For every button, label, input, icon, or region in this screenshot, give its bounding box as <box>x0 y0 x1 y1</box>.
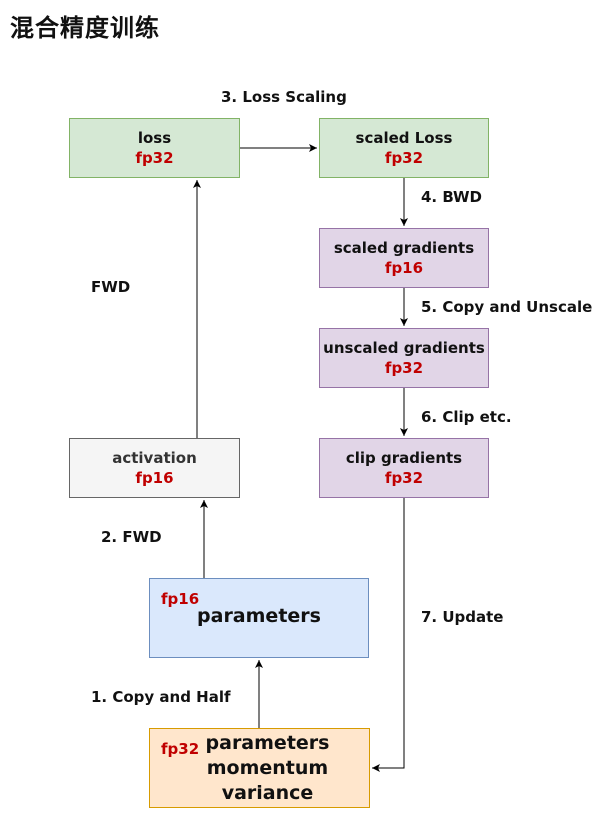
node-activation-dtype: fp16 <box>135 469 174 487</box>
label-fwd: 2. FWD <box>101 528 162 546</box>
node-parameters-fp16-name: parameters <box>197 605 321 627</box>
node-clip-gradients-dtype: fp32 <box>384 469 424 487</box>
label-bwd: 4. BWD <box>421 188 482 206</box>
node-clip-gradients-name: clip gradients <box>345 449 463 467</box>
node-scaled-gradients-dtype: fp16 <box>384 259 424 277</box>
node-master-weights: fp32 parameters momentum variance <box>149 728 370 808</box>
node-unscaled-gradients-name: unscaled gradients <box>323 339 485 357</box>
label-copy-unscale: 5. Copy and Unscale <box>421 298 593 316</box>
node-scaled-loss-name: scaled Loss <box>355 129 453 147</box>
node-unscaled-gradients: unscaled gradients fp32 <box>319 328 489 388</box>
node-master-lines: parameters momentum variance <box>206 731 330 806</box>
node-master-dtype: fp32 <box>161 740 200 758</box>
edge-update <box>372 498 405 772</box>
node-scaled-gradients: scaled gradients fp16 <box>319 228 489 288</box>
label-update: 7. Update <box>421 608 504 626</box>
node-clip-gradients: clip gradients fp32 <box>319 438 489 498</box>
node-parameters-fp16-dtype: fp16 <box>161 590 200 608</box>
node-unscaled-gradients-dtype: fp32 <box>384 359 424 377</box>
node-scaled-loss-dtype: fp32 <box>384 149 424 167</box>
node-scaled-gradients-name: scaled gradients <box>333 239 475 257</box>
node-parameters-fp16: fp16 parameters <box>149 578 369 658</box>
node-loss-dtype: fp32 <box>135 149 174 167</box>
label-loss-scaling: 3. Loss Scaling <box>221 88 347 106</box>
label-copy-half: 1. Copy and Half <box>91 688 231 706</box>
node-activation: activation fp16 <box>69 438 240 498</box>
node-master-line-2: momentum <box>206 756 329 779</box>
node-loss-name: loss <box>137 129 172 147</box>
label-clip: 6. Clip etc. <box>421 408 512 426</box>
node-master-line-3: variance <box>221 781 314 804</box>
page-title: 混合精度训练 <box>10 14 160 42</box>
node-scaled-loss: scaled Loss fp32 <box>319 118 489 178</box>
label-fwd-top: FWD <box>91 278 131 296</box>
node-master-line-1: parameters <box>205 731 330 754</box>
node-activation-name: activation <box>112 449 197 467</box>
node-loss: loss fp32 <box>69 118 240 178</box>
